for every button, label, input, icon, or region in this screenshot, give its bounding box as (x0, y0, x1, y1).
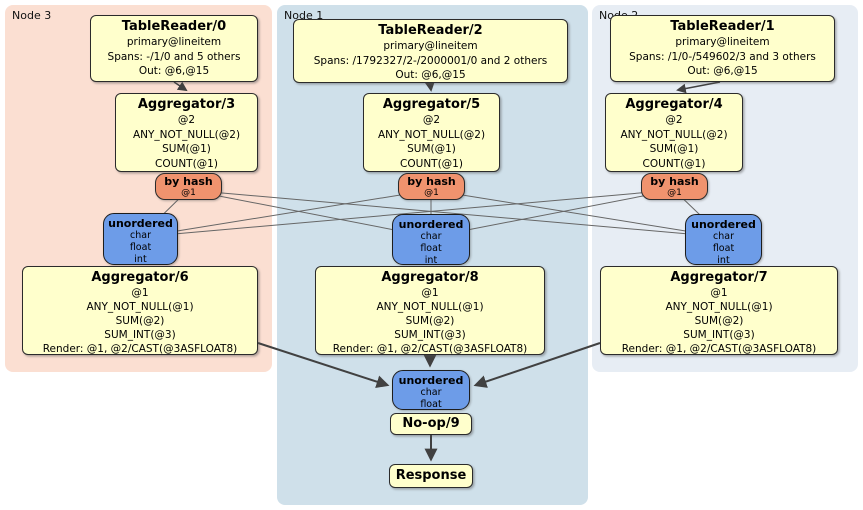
sync-column: int (717, 255, 730, 266)
processor-line: COUNT(@1) (155, 157, 218, 170)
sync-title: unordered (398, 218, 464, 231)
processor-line: @2 (422, 114, 441, 126)
router-detail: @1 (667, 188, 682, 198)
processor-aggregator-6: Aggregator/6 @1 ANY_NOT_NULL(@1) SUM(@2)… (22, 266, 258, 355)
processor-line: @1 (131, 287, 149, 299)
processor-line: SUM(@1) (407, 143, 456, 155)
region-node1-label: Node 1 (284, 9, 324, 22)
sync-column: char (713, 231, 734, 242)
sync-unordered-node2: unordered char float int (685, 214, 762, 266)
processor-line: SUM_INT(@3) (394, 329, 466, 341)
processor-line: Render: @1, @2/CAST(@3ASFLOAT8) (621, 343, 817, 355)
router-detail: @1 (181, 188, 196, 198)
sync-column: char (420, 387, 442, 398)
sync-title: unordered (108, 217, 173, 230)
processor-tablereader-1: TableReader/1 primary@lineitem Spans: /1… (610, 15, 835, 82)
router-title: by hash (164, 175, 213, 188)
sync-column: float (712, 243, 735, 254)
processor-line: ANY_NOT_NULL(@1) (86, 301, 194, 313)
processor-title: TableReader/2 (378, 23, 483, 38)
processor-line: Spans: -/1/0 and 5 others (107, 50, 241, 63)
processor-line: SUM(@2) (405, 315, 455, 327)
router-title: by hash (650, 175, 699, 188)
processor-title: TableReader/0 (121, 19, 227, 34)
sync-unordered-node1: unordered char float int (392, 214, 470, 266)
processor-line: @2 (665, 114, 683, 126)
router-title: by hash (407, 175, 456, 188)
response-node: Response (389, 464, 473, 488)
reader-agg-arrows (173, 81, 721, 94)
processor-line: Out: @6,@15 (395, 69, 466, 81)
processor-line: Out: @6,@15 (687, 65, 758, 77)
region-node3-label: Node 3 (12, 9, 52, 22)
processor-tablereader-0: TableReader/0 primary@lineitem Spans: -/… (90, 15, 258, 82)
processor-line: @1 (421, 287, 439, 299)
sync-column: float (420, 399, 442, 410)
sync-title: unordered (691, 218, 756, 231)
processor-title: Aggregator/4 (625, 97, 723, 112)
processor-aggregator-3: Aggregator/3 @2 ANY_NOT_NULL(@2) SUM(@1)… (115, 93, 258, 172)
processor-line: ANY_NOT_NULL(@1) (376, 301, 484, 313)
processor-line: @1 (710, 287, 728, 299)
processor-line: SUM_INT(@3) (104, 329, 176, 341)
processor-line: primary@lineitem (383, 40, 478, 52)
processor-line: Spans: /1792327/2-/2000001/0 and 2 other… (313, 54, 548, 67)
processor-title: Aggregator/3 (137, 97, 236, 112)
final-arrows (257, 342, 601, 462)
sync-column: int (134, 254, 147, 265)
sync-column: char (420, 231, 442, 242)
processor-line: SUM(@2) (115, 315, 165, 327)
sync-title: unordered (398, 374, 464, 387)
processor-line: Spans: /1/0-/549602/3 and 3 others (629, 50, 816, 63)
router-by-hash-node3: by hash @1 (155, 173, 222, 200)
processor-aggregator-4: Aggregator/4 @2 ANY_NOT_NULL(@2) SUM(@1)… (605, 93, 743, 172)
processor-line: SUM(@1) (649, 143, 699, 155)
processor-line: Render: @1, @2/CAST(@3ASFLOAT8) (42, 343, 238, 355)
processor-tablereader-2: TableReader/2 primary@lineitem Spans: /1… (293, 19, 568, 83)
processor-title: Aggregator/6 (91, 270, 189, 285)
processor-line: COUNT(@1) (400, 157, 463, 170)
router-by-hash-node1: by hash @1 (398, 173, 465, 200)
sync-unordered-final: unordered char float (392, 370, 470, 410)
sync-unordered-node3: unordered char float int (103, 213, 178, 265)
router-detail: @1 (424, 188, 439, 198)
processor-line: Render: @1, @2/CAST(@3ASFLOAT8) (332, 343, 528, 355)
processor-aggregator-8: Aggregator/8 @1 ANY_NOT_NULL(@1) SUM(@2)… (315, 266, 545, 355)
processor-line: ANY_NOT_NULL(@2) (132, 128, 241, 141)
processor-line: COUNT(@1) (642, 157, 706, 170)
processor-title: Aggregator/7 (670, 270, 768, 285)
processor-title: TableReader/1 (670, 19, 775, 34)
sync-column: int (424, 255, 438, 266)
processor-title: Aggregator/8 (381, 270, 479, 285)
sync-column: float (129, 242, 152, 253)
processor-line: Out: @6,@15 (138, 65, 210, 77)
processor-noop-9: No-op/9 (390, 413, 472, 435)
processor-line: ANY_NOT_NULL(@1) (665, 301, 773, 313)
processor-line: SUM(@2) (694, 315, 744, 327)
processor-title: Aggregator/5 (382, 97, 481, 112)
processor-line: ANY_NOT_NULL(@2) (377, 128, 486, 141)
processor-line: primary@lineitem (675, 36, 770, 48)
processor-line: primary@lineitem (126, 36, 222, 48)
processor-aggregator-5: Aggregator/5 @2 ANY_NOT_NULL(@2) SUM(@1)… (363, 93, 500, 172)
router-by-hash-node2: by hash @1 (641, 173, 708, 200)
processor-line: ANY_NOT_NULL(@2) (620, 128, 728, 141)
processor-aggregator-7: Aggregator/7 @1 ANY_NOT_NULL(@1) SUM(@2)… (600, 266, 838, 355)
sync-column: char (130, 230, 151, 241)
sync-column: float (420, 243, 442, 254)
processor-line: SUM(@1) (162, 143, 211, 155)
processor-line: @2 (177, 114, 196, 126)
processor-line: SUM_INT(@3) (683, 329, 755, 341)
